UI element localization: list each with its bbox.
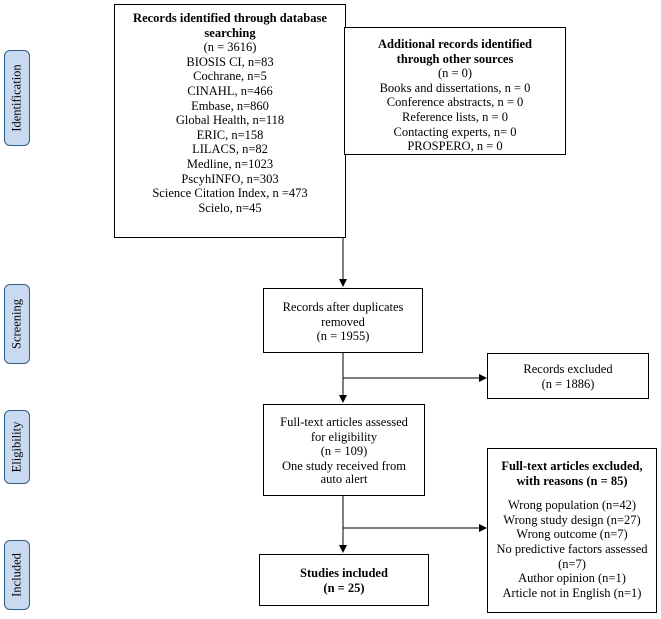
other-source-line: Contacting experts, n= 0 (393, 124, 517, 139)
database-records-title-line2: searching (204, 25, 256, 40)
fulltext-assessed-box: Full-text articles assessed for eligibil… (263, 404, 425, 496)
eligibility-line: One study received from (282, 458, 406, 473)
database-line: Embase, n=860 (191, 98, 269, 113)
stage-included: Included (4, 540, 30, 610)
exclusion-reason: Author opinion (n=1) (518, 571, 626, 586)
database-line: CINAHL, n=466 (187, 83, 273, 98)
fulltext-excluded-title-line1: Full-text articles excluded, (501, 459, 643, 473)
database-line: Science Citation Index, n =473 (152, 186, 308, 201)
other-sources-box: Additional records identified through ot… (344, 27, 566, 155)
fulltext-excluded-title-line2: with reasons (n = 85) (516, 473, 628, 488)
database-line: ERIC, n=158 (196, 127, 264, 142)
studies-included-label: Studies included (300, 566, 388, 580)
eligibility-total: (n = 109) (320, 444, 368, 459)
screening-line: Records after duplicates (282, 300, 404, 314)
stage-eligibility: Eligibility (4, 410, 30, 484)
records-excluded-total: (n = 1886) (541, 376, 595, 391)
database-line: LILACS, n=82 (192, 142, 268, 157)
exclusion-reason: (n=7) (558, 556, 586, 571)
other-sources-title-line2: through other sources (396, 51, 514, 66)
eligibility-line: for eligibility (310, 429, 378, 444)
exclusion-reason: No predictive factors assessed (496, 541, 648, 556)
database-records-total: (n = 3616) (203, 40, 257, 55)
database-line: Global Health, n=118 (175, 113, 285, 128)
stage-identification: Identification (4, 50, 30, 146)
exclusion-reason: Wrong population (n=42) (507, 498, 637, 513)
other-source-line: PROSPERO, n = 0 (407, 139, 503, 154)
fulltext-excluded-box: Full-text articles excluded, with reason… (487, 448, 657, 613)
database-records-title-line1: Records identified through database (133, 11, 327, 25)
studies-included-total: (n = 25) (323, 580, 365, 595)
other-source-line: Reference lists, n = 0 (402, 109, 508, 124)
other-source-line: Books and dissertations, n = 0 (379, 80, 531, 95)
database-line: Medline, n=1023 (186, 156, 274, 171)
eligibility-line: auto alert (320, 472, 368, 487)
database-line: BIOSIS CI, n=83 (186, 54, 274, 69)
eligibility-line: Full-text articles assessed (280, 415, 408, 429)
records-excluded-box: Records excluded (n = 1886) (487, 353, 649, 399)
exclusion-reason: Article not in English (n=1) (502, 585, 642, 600)
studies-included-box: Studies included (n = 25) (259, 554, 429, 606)
exclusion-reason: Wrong outcome (n=7) (516, 527, 628, 542)
database-records-box: Records identified through database sear… (114, 4, 346, 238)
records-after-duplicates-box: Records after duplicates removed (n = 19… (263, 288, 423, 353)
screening-line: removed (321, 314, 365, 329)
stage-screening: Screening (4, 284, 30, 364)
exclusion-reason: Wrong study design (n=27) (503, 512, 641, 527)
other-source-line: Conference abstracts, n = 0 (386, 95, 524, 110)
records-excluded-label: Records excluded (523, 362, 613, 376)
other-sources-total: (n = 0) (437, 66, 473, 81)
database-line: PscyhINFO, n=303 (181, 171, 279, 186)
other-sources-title-line1: Additional records identified (378, 37, 532, 51)
database-line: Cochrane, n=5 (193, 69, 267, 84)
database-line: Scielo, n=45 (198, 200, 262, 215)
screening-total: (n = 1955) (316, 329, 370, 344)
spacer (488, 488, 656, 498)
